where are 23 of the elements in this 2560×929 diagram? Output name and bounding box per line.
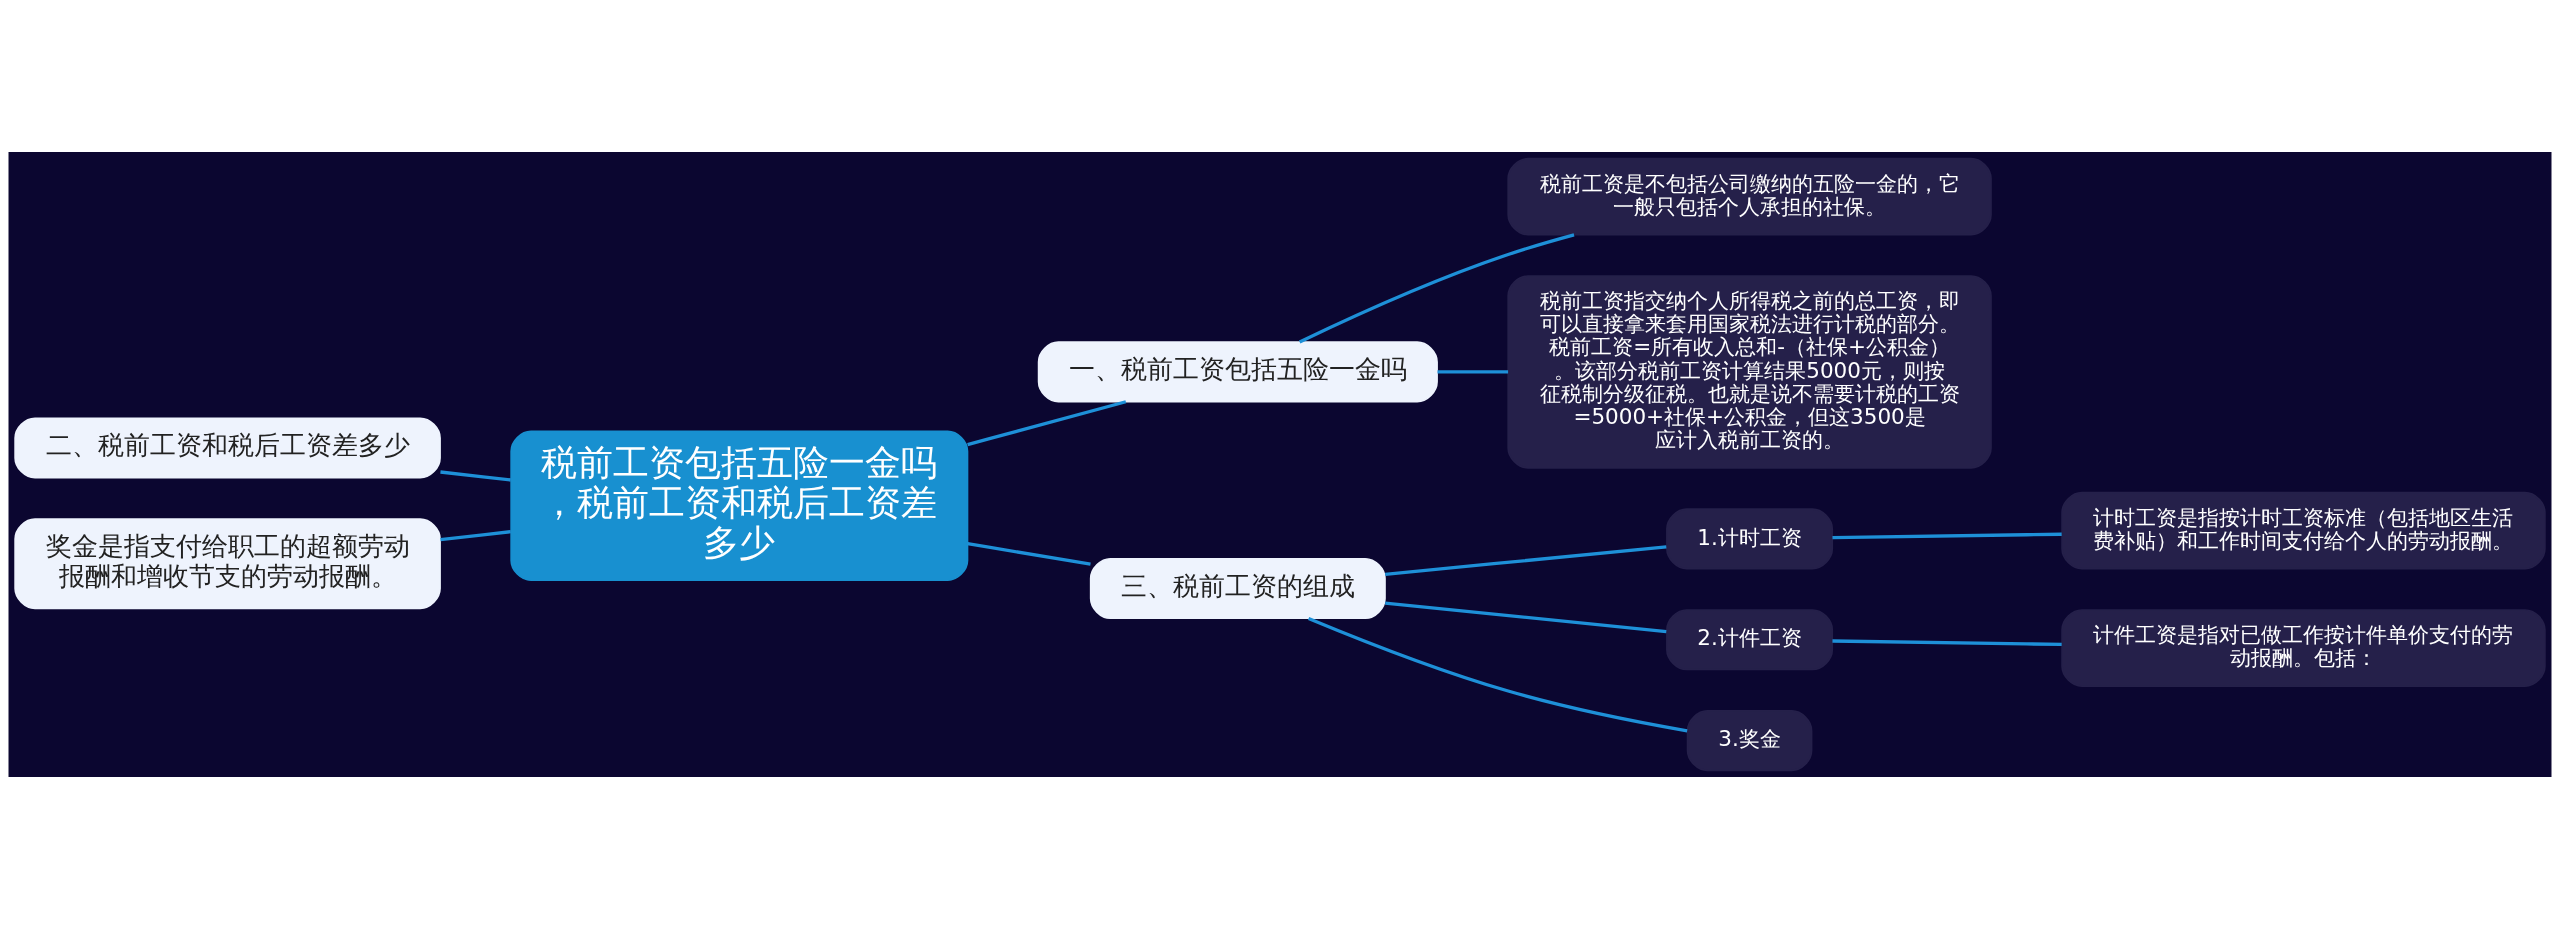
connector — [1298, 233, 1575, 344]
connector — [1832, 532, 2062, 540]
connector — [1437, 370, 1509, 374]
connector — [1307, 616, 1688, 733]
connector — [1385, 545, 1667, 576]
node-box: 奖金是指支付给职工的超额劳动报酬和增收节支的劳动报酬。 — [14, 518, 441, 610]
node-box: 3.奖金 — [1686, 710, 1813, 772]
node-box: 税前工资指交纳个人所得税之前的总工资，即可以直接拿来套用国家税法进行计税的部分。税前工资=所有收入总和-（社保+公积金）。该部分税前工资计算结果5000元，则按征税制分级征税。也就是说不需要计税的工资=5000+社保+公积金，但这3500是应计入税前工资的。 — [1507, 275, 1992, 469]
connector — [1832, 639, 2062, 647]
node-box: 一、税前工资包括五险一金吗 — [1037, 341, 1438, 403]
node-box: 计时工资是指按计时工资标准（包括地区生活费补贴）和工作时间支付给个人的劳动报酬。 — [2061, 491, 2546, 570]
node-box: 2.计件工资 — [1666, 609, 1834, 671]
connector — [440, 530, 511, 542]
node-box: 1.计时工资 — [1666, 508, 1834, 570]
connector — [440, 470, 511, 482]
node-box: 三、税前工资的组成 — [1089, 557, 1386, 620]
connector — [1385, 601, 1667, 634]
node-box: 税前工资包括五险一金吗，税前工资和税后工资差多少 — [510, 430, 969, 582]
connector — [967, 542, 1091, 566]
node-box: 二、税前工资和税后工资差多少 — [14, 417, 441, 479]
node-box: 税前工资是不包括公司缴纳的五险一金的，它一般只包括个人承担的社保。 — [1507, 157, 1992, 236]
node-box: 计件工资是指对已做工作按计件单价支付的劳动报酬。包括： — [2061, 609, 2546, 687]
connector — [967, 400, 1127, 447]
